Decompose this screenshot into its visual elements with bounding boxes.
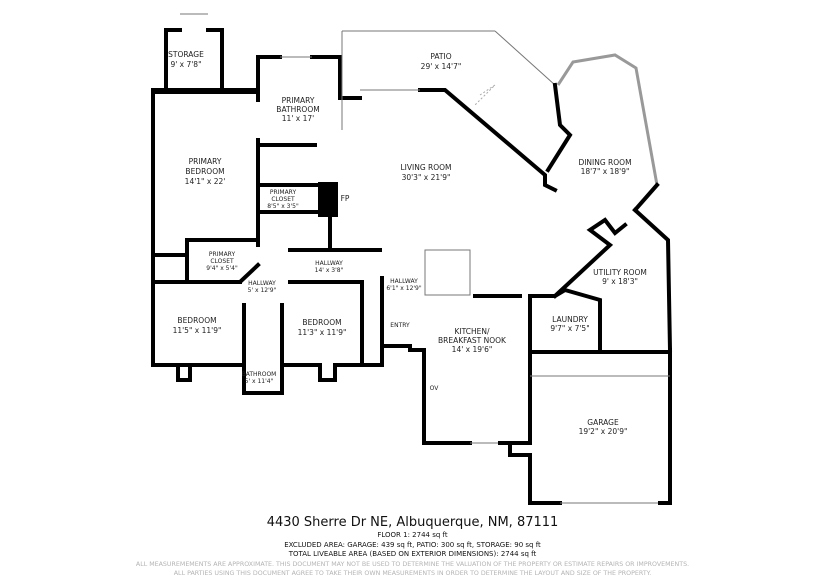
svg-text:LIVING ROOM: LIVING ROOM (400, 163, 451, 172)
svg-text:5' x 11'4": 5' x 11'4" (245, 378, 274, 385)
svg-text:14' x 19'6": 14' x 19'6" (452, 345, 493, 354)
svg-text:14'1" x 22': 14'1" x 22' (185, 177, 226, 186)
svg-text:BEDROOM: BEDROOM (302, 318, 341, 327)
svg-text:11' x 17': 11' x 17' (282, 114, 314, 123)
svg-text:11'3" x 11'9": 11'3" x 11'9" (298, 328, 347, 337)
total-area: TOTAL LIVEABLE AREA (BASED ON EXTERIOR D… (288, 550, 537, 558)
svg-text:PATIO: PATIO (430, 52, 451, 61)
svg-text:BEDROOM: BEDROOM (185, 167, 224, 176)
svg-text:PRIMARY: PRIMARY (209, 251, 236, 258)
svg-text:HALLWAY: HALLWAY (248, 280, 276, 287)
address-title: 4430 Sherre Dr NE, Albuquerque, NM, 8711… (266, 515, 559, 530)
svg-text:BATHROOM: BATHROOM (242, 371, 277, 378)
svg-text:DINING ROOM: DINING ROOM (578, 158, 631, 167)
svg-text:UTILITY ROOM: UTILITY ROOM (593, 268, 647, 277)
svg-text:BATHROOM: BATHROOM (276, 105, 319, 114)
svg-text:30'3" x 21'9": 30'3" x 21'9" (402, 173, 451, 182)
fireplace-shape (318, 182, 338, 217)
svg-text:9'7" x 7'5": 9'7" x 7'5" (550, 324, 589, 333)
svg-text:LAUNDRY: LAUNDRY (552, 315, 588, 324)
disclaimer-line-2: ALL PARTIES USING THIS DOCUMENT AGREE TO… (173, 570, 652, 577)
svg-text:HALLWAY: HALLWAY (315, 260, 343, 267)
svg-text:GARAGE: GARAGE (587, 418, 619, 427)
floor-area: FLOOR 1: 2744 sq ft (377, 531, 448, 539)
svg-text:18'7" x 18'9": 18'7" x 18'9" (581, 167, 630, 176)
room-entry: ENTRY (390, 322, 410, 329)
svg-text:29' x 14'7": 29' x 14'7" (421, 62, 462, 71)
svg-text:8'5" x 3'5": 8'5" x 3'5" (267, 203, 299, 210)
svg-text:9' x 18'3": 9' x 18'3" (602, 277, 638, 286)
svg-text:PRIMARY: PRIMARY (282, 96, 315, 105)
svg-text:PRIMARY: PRIMARY (270, 189, 297, 196)
room-size: 9' x 7'8" (170, 60, 201, 69)
svg-text:CLOSET: CLOSET (210, 258, 234, 265)
svg-text:HALLWAY: HALLWAY (390, 278, 418, 285)
walls (151, 13, 673, 505)
svg-text:19'2" x 20'9": 19'2" x 20'9" (579, 427, 628, 436)
fireplace-label: FP (341, 194, 350, 203)
svg-text:BREAKFAST NOOK: BREAKFAST NOOK (438, 336, 507, 345)
svg-text:9'4" x 5'4": 9'4" x 5'4" (206, 265, 238, 272)
disclaimer-line-1: ALL MEASUREMEMENTS ARE APPROXIMATE. THIS… (135, 561, 690, 568)
svg-text:KITCHEN/: KITCHEN/ (454, 327, 489, 336)
svg-text:11'5" x 11'9": 11'5" x 11'9" (173, 326, 222, 335)
excluded-area: EXCLUDED AREA: GARAGE: 439 sq ft, PATIO:… (284, 541, 541, 549)
svg-text:6'1" x 12'9": 6'1" x 12'9" (386, 285, 422, 292)
svg-text:BEDROOM: BEDROOM (177, 316, 216, 325)
svg-text:14' x 3'8": 14' x 3'8" (315, 267, 344, 274)
svg-text:PRIMARY: PRIMARY (189, 157, 222, 166)
svg-text:CLOSET: CLOSET (271, 196, 295, 203)
oven-label: OV (430, 385, 440, 392)
room-name: STORAGE (168, 50, 204, 59)
svg-text:5' x 12'9": 5' x 12'9" (248, 287, 277, 294)
